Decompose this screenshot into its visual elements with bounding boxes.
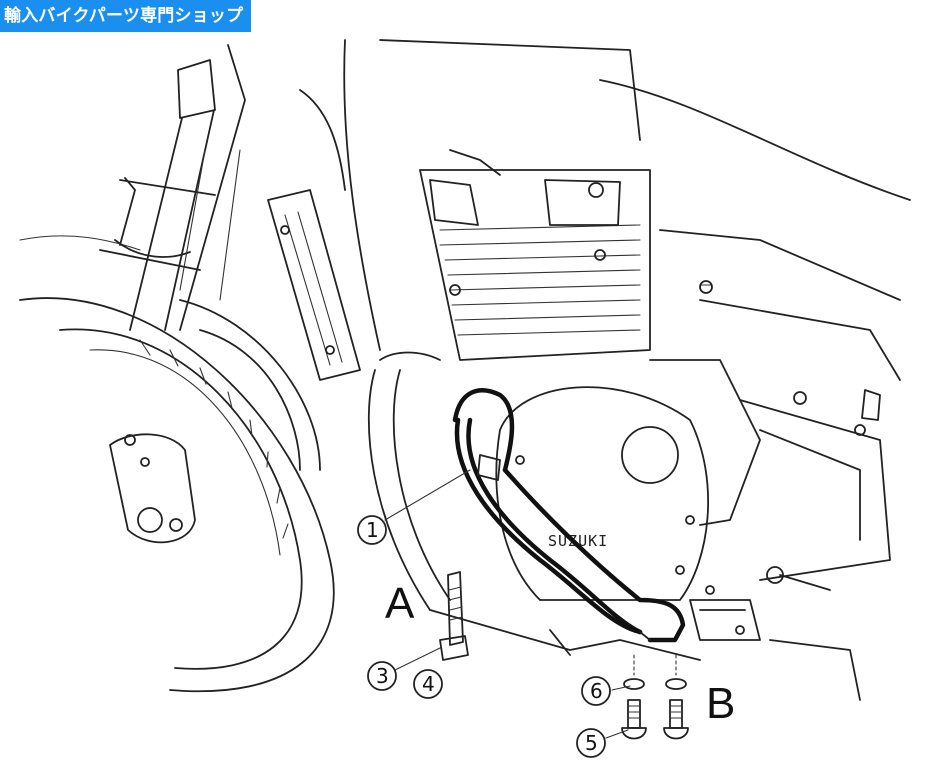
shop-banner: 輸入バイクパーツ専門ショップ	[0, 0, 252, 32]
callout-6: 6	[581, 676, 611, 706]
callout-6-label: 6	[590, 679, 603, 703]
engine-cylinder	[419, 149, 713, 361]
brake-caliper	[109, 433, 196, 544]
mount-point-b: B	[706, 679, 735, 728]
engine-case-cover: SUZUKI	[495, 386, 709, 601]
rear-bracket	[689, 566, 861, 701]
mount-point-a: A	[385, 579, 415, 628]
bolt-a	[439, 571, 469, 661]
oil-cooler	[267, 189, 361, 381]
frame-downtube	[367, 351, 451, 611]
callout-1: 1	[357, 515, 387, 545]
engine-side-parts	[649, 359, 891, 581]
oil-pan	[429, 609, 701, 661]
callout-4-label: 4	[422, 672, 435, 696]
crash-bar	[452, 388, 686, 643]
callout-4: 4	[413, 669, 443, 699]
callout-3-label: 3	[376, 664, 389, 688]
engine-brand-text: SUZUKI	[548, 532, 608, 550]
washers	[623, 654, 687, 690]
callout-1-label: 1	[366, 518, 379, 542]
front-fork	[99, 44, 246, 331]
frame	[299, 39, 911, 381]
bolts-b	[621, 699, 689, 740]
callout-5: 5	[576, 728, 606, 758]
callout-5-label: 5	[585, 731, 598, 755]
leader-lines	[384, 469, 631, 739]
front-wheel	[19, 235, 335, 693]
callout-3: 3	[367, 661, 397, 691]
front-fender	[179, 299, 321, 471]
